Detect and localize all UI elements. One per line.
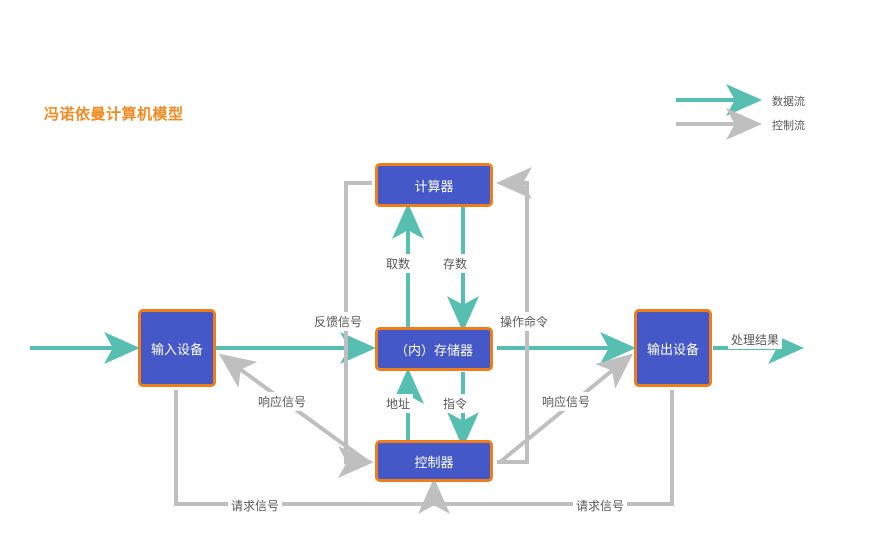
edge-label-store: 存数	[440, 254, 471, 273]
edge-label-response-signal-left: 响应信号	[255, 392, 310, 411]
node-output-device-label: 输出设备	[646, 341, 699, 357]
node-calculator-label: 计算器	[414, 178, 454, 194]
edge-request-input-to-controller	[174, 390, 450, 514]
page-title: 冯诺依曼计算机模型	[44, 106, 184, 123]
node-calculator[interactable]: 计算器	[375, 163, 493, 207]
legend-label-control-flow: 控制流	[772, 120, 805, 132]
edge-label-request-signal-left: 请求信号	[228, 496, 283, 515]
node-input-device[interactable]: 输入设备	[138, 309, 216, 387]
edge-request-output-to-controller	[440, 390, 674, 506]
edge-label-instruction: 指令	[440, 394, 471, 413]
node-output-device[interactable]: 输出设备	[634, 309, 712, 387]
node-input-device-label: 输入设备	[150, 341, 203, 357]
edge-label-response-signal-right: 响应信号	[539, 392, 594, 411]
edge-label-request-signal-right: 请求信号	[573, 496, 628, 515]
edge-label-operation-command: 操作命令	[497, 312, 552, 331]
edge-label-fetch: 取数	[383, 254, 414, 273]
node-controller[interactable]: 控制器	[375, 440, 493, 482]
legend-label-data-flow: 数据流	[772, 96, 805, 108]
node-memory[interactable]: （内）存储器	[375, 327, 493, 371]
node-memory-label: （内）存储器	[394, 342, 473, 358]
edge-label-feedback-signal: 反馈信号	[311, 312, 366, 331]
edge-label-processing-result: 处理结果	[728, 330, 783, 349]
node-controller-label: 控制器	[414, 454, 454, 470]
edge-label-address: 地址	[383, 394, 414, 413]
